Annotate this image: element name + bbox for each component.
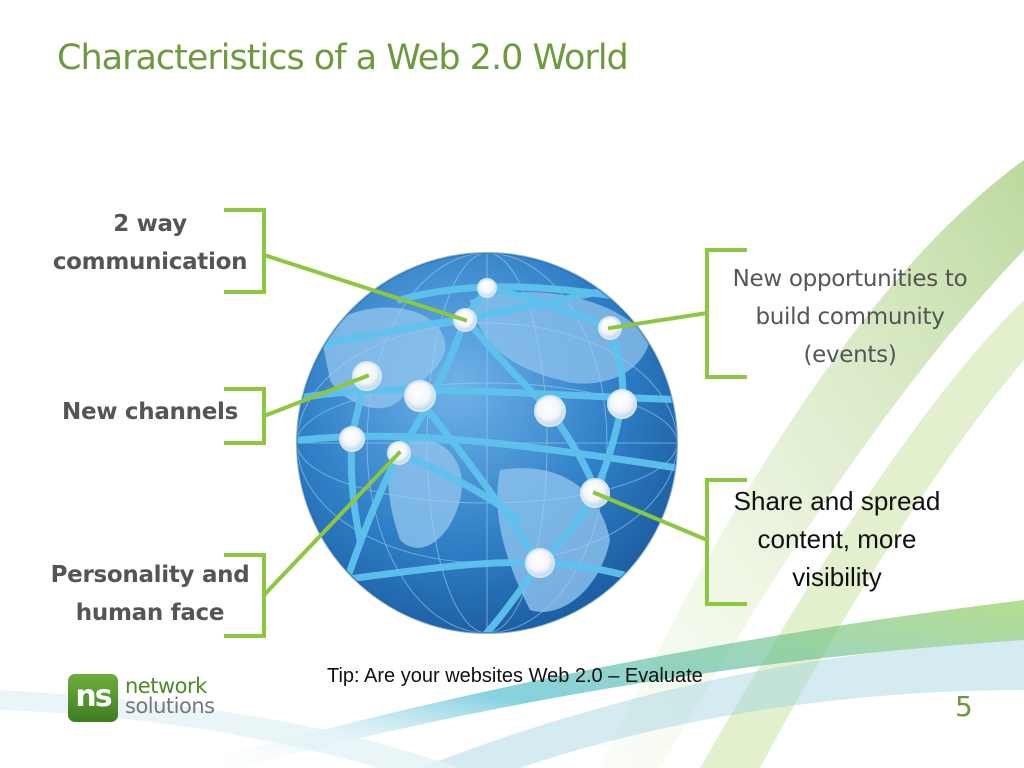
- label-line: Share and spread: [733, 486, 941, 516]
- page-number: 5: [955, 690, 973, 723]
- label-line: Personality and: [50, 562, 250, 588]
- label-line: communication: [52, 249, 248, 275]
- globe-icon: [296, 252, 678, 634]
- logo-word-solutions: solutions: [125, 694, 215, 718]
- label-line: human face: [75, 600, 225, 626]
- callout-connectors: [224, 208, 747, 638]
- label-line: content, more: [757, 524, 917, 554]
- logo-word-network: network: [125, 674, 207, 698]
- label-new-opportunities: New opportunities to build community (ev…: [710, 260, 990, 374]
- label-line: visibility: [792, 562, 882, 592]
- label-share-content: Share and spread content, more visibilit…: [712, 482, 962, 596]
- label-line: 2 way: [113, 211, 187, 237]
- label-line: (events): [803, 342, 897, 368]
- label-personality: Personality and human face: [40, 556, 260, 632]
- label-two-way-communication: 2 way communication: [40, 205, 260, 281]
- label-line: New opportunities to: [732, 266, 968, 292]
- label-new-channels: New channels: [62, 399, 238, 425]
- network-solutions-logo: ns network solutions: [68, 674, 238, 724]
- label-line: build community: [755, 304, 945, 330]
- slide-title: Characteristics of a Web 2.0 World: [57, 38, 629, 78]
- ns-logo-icon: ns: [68, 674, 118, 722]
- tip-text: Tip: Are your websites Web 2.0 – Evaluat…: [327, 665, 703, 687]
